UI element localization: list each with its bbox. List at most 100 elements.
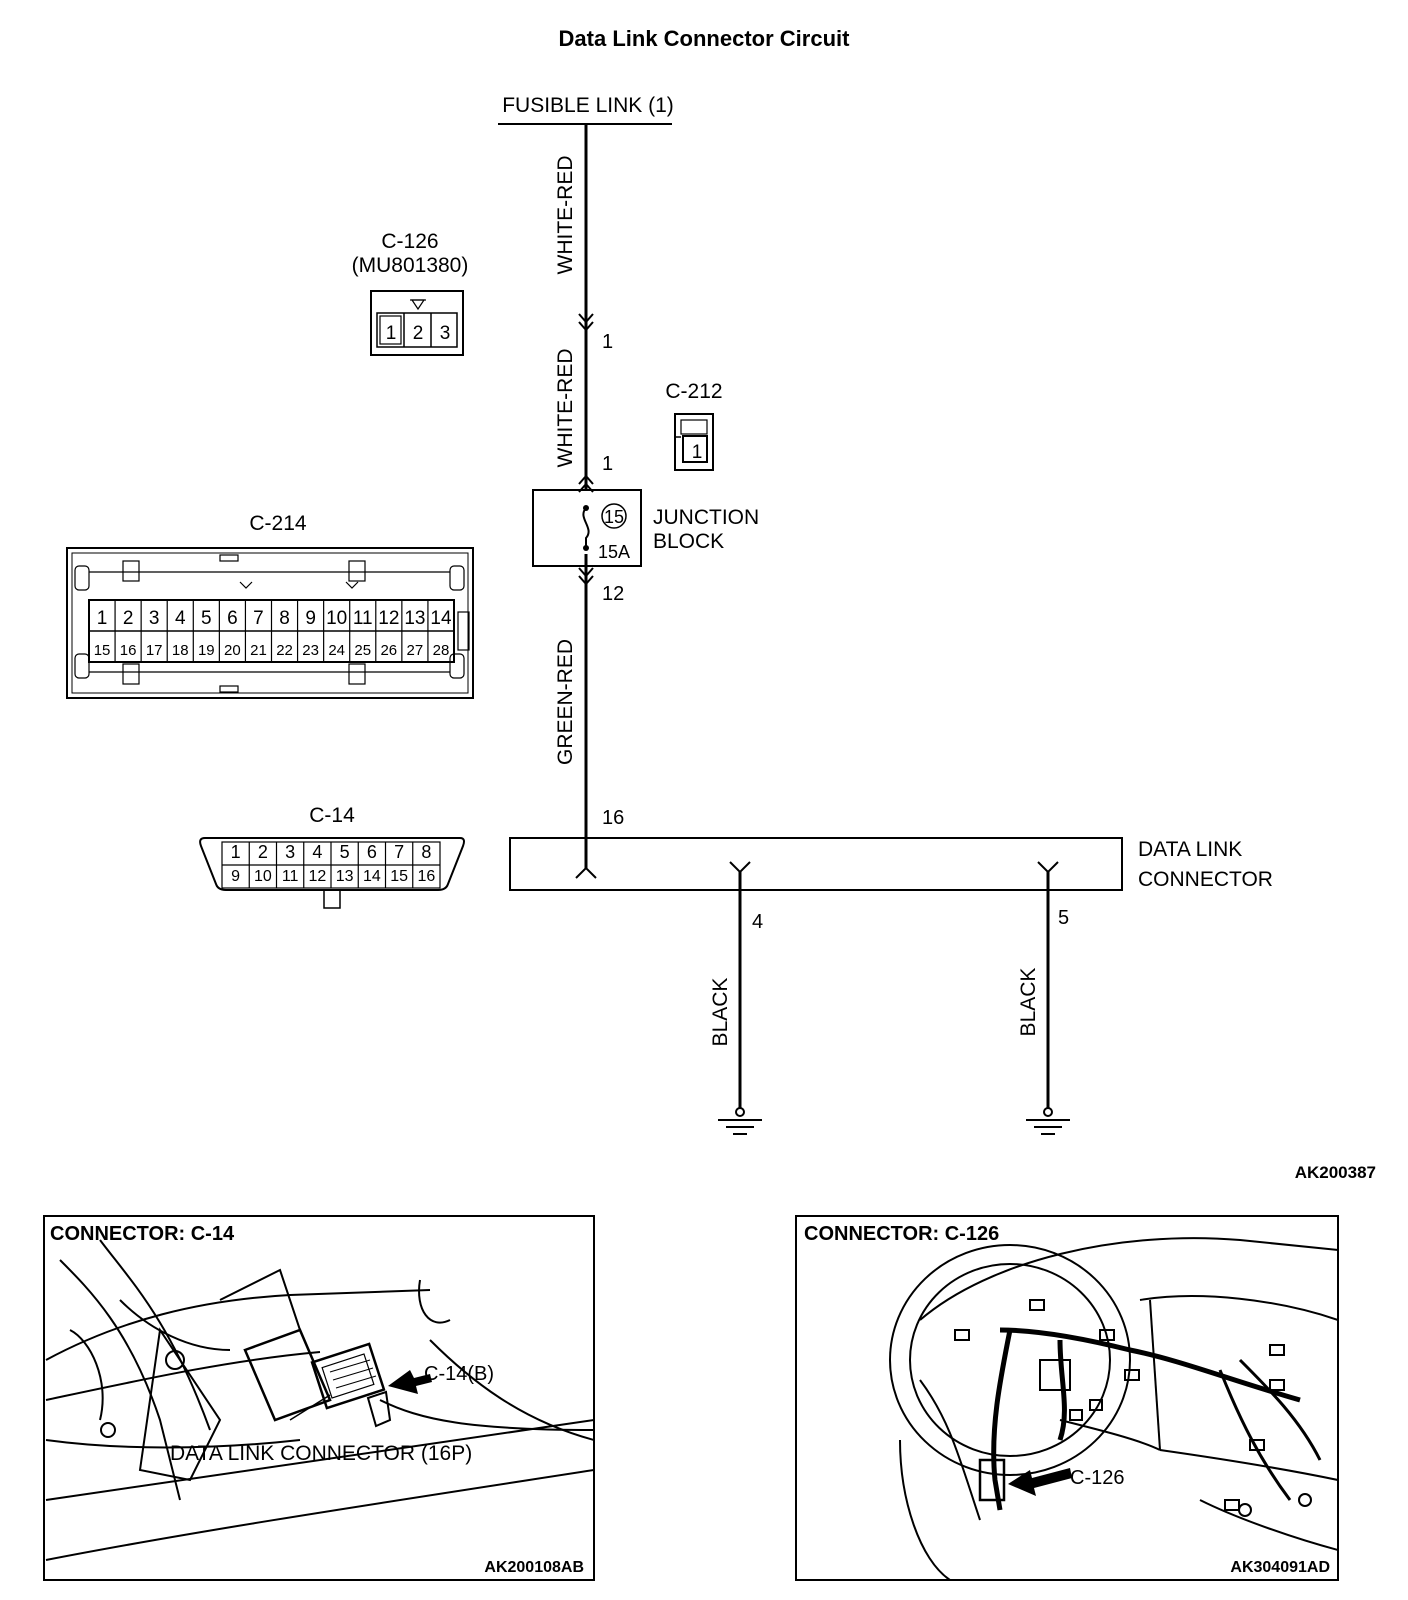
ground-wire-right	[1026, 872, 1070, 1135]
c214-pin-10: 10	[326, 608, 347, 629]
figure-code: AK200387	[1295, 1163, 1376, 1182]
c214-pin-20: 20	[224, 642, 241, 659]
c14-label: C-14	[309, 804, 355, 827]
junction-block-label-1: JUNCTION	[653, 506, 759, 529]
c126-callout-arrow	[1008, 1468, 1072, 1496]
c214-pin-6: 6	[227, 608, 238, 629]
c126-connector-symbol	[578, 313, 594, 324]
c214-pin-5: 5	[201, 608, 212, 629]
fuse-rating: 15A	[598, 542, 630, 562]
c14-pin-7: 7	[394, 842, 404, 862]
fuse-icon	[582, 507, 590, 548]
c14-pin-5: 5	[340, 842, 350, 862]
c214-pin-11: 11	[353, 608, 373, 629]
c212-label: C-212	[665, 380, 722, 403]
c126-label: C-126	[381, 230, 438, 253]
panel-right-callout: C-126	[1070, 1467, 1124, 1489]
junction-block-label-2: BLOCK	[653, 530, 724, 553]
panel-left-code: AK200108AB	[484, 1559, 584, 1576]
c214-pin-21: 21	[250, 642, 267, 659]
c14-pin-9: 9	[231, 868, 240, 885]
c214-pin-27: 27	[407, 642, 424, 659]
pin-dlc-ground-a: 4	[752, 911, 763, 933]
wire-label-lower: GREEN-RED	[554, 639, 577, 765]
wire-label-ground-right: BLACK	[1017, 968, 1040, 1037]
c214-pin-13: 13	[404, 608, 425, 629]
c126-pin-2: 2	[413, 323, 424, 344]
c214-pin-1: 1	[97, 608, 108, 629]
junction-in-symbol	[578, 474, 594, 485]
c14-pin-13: 13	[336, 868, 354, 885]
junction-block: 15 15A	[532, 489, 642, 567]
c214-pin-15: 15	[94, 642, 111, 659]
pin-junction-in: 1	[602, 453, 613, 475]
c14-pin-2: 2	[258, 842, 268, 862]
c214-pin-4: 4	[175, 608, 186, 629]
c14-pin-3: 3	[285, 842, 295, 862]
panel-left-callout: C-14(B)	[424, 1363, 494, 1385]
c14-pin-4: 4	[312, 842, 322, 862]
c214-pin-19: 19	[198, 642, 215, 659]
pin-junction-out: 12	[602, 583, 624, 605]
panel-left-title: CONNECTOR: C-14	[50, 1223, 235, 1245]
c14-location-illustration	[45, 1239, 593, 1561]
panel-c126-location: CONNECTOR: C-126 C-126 AK304091AD	[795, 1215, 1339, 1581]
c214-pin-17: 17	[146, 642, 163, 659]
panel-left-caption: DATA LINK CONNECTOR (16P)	[170, 1442, 472, 1465]
wire-label-top: WHITE-RED	[554, 156, 577, 275]
fusible-link: FUSIBLE LINK (1)	[498, 94, 674, 125]
c14-pin-16: 16	[417, 868, 435, 885]
connector-c126: C-126 (MU801380) 1 2 3	[352, 230, 469, 356]
c14-pin-12: 12	[308, 868, 326, 885]
c214-pin-8: 8	[279, 608, 290, 629]
dlc-label-1: DATA LINK	[1138, 838, 1242, 861]
dlc-pin16-symbol	[575, 866, 597, 879]
c212-pin-1: 1	[692, 442, 703, 463]
c214-pin-2: 2	[123, 608, 134, 629]
fuse-number: 15	[604, 507, 624, 527]
pin-dlc-ground-b: 5	[1058, 907, 1069, 929]
c14-pin-10: 10	[254, 868, 272, 885]
c126-pin-3: 3	[440, 323, 451, 344]
data-link-connector	[509, 837, 1123, 891]
c214-label: C-214	[249, 512, 307, 535]
c126-part-number: (MU801380)	[352, 254, 469, 277]
c14-pin-8: 8	[421, 842, 431, 862]
wire-label-middle: WHITE-RED	[554, 349, 577, 468]
c214-pin-28: 28	[433, 642, 450, 659]
fusible-link-label: FUSIBLE LINK (1)	[502, 94, 674, 117]
c126-pin-1: 1	[386, 323, 397, 344]
connector-c212: C-212 1	[665, 380, 723, 471]
pin-c126: 1	[602, 331, 613, 353]
c214-pin-9: 9	[305, 608, 316, 629]
c214-pin-12: 12	[378, 608, 399, 629]
c14-pin-15: 15	[390, 868, 408, 885]
c214-pin-14: 14	[430, 608, 452, 629]
c214-pin-24: 24	[328, 642, 345, 659]
c214-pin-7: 7	[253, 608, 264, 629]
ground-wire-left	[718, 872, 762, 1135]
dlc-pin4-symbol	[729, 861, 751, 874]
c214-pin-26: 26	[380, 642, 397, 659]
c14-callout-arrow	[388, 1370, 432, 1394]
panel-c14-location: CONNECTOR: C-14 C-14(B) DATA LINK CONNEC…	[43, 1215, 595, 1581]
power-wire	[575, 124, 597, 879]
diagram-title: Data Link Connector Circuit	[559, 26, 851, 51]
c214-pin-22: 22	[276, 642, 293, 659]
ground-right-icon	[1026, 1119, 1070, 1135]
panel-right-code: AK304091AD	[1230, 1559, 1330, 1576]
dlc-pin5-symbol	[1037, 861, 1059, 874]
panel-right-title: CONNECTOR: C-126	[804, 1223, 999, 1245]
junction-out-symbol	[578, 567, 594, 578]
c14-pin-1: 1	[231, 842, 241, 862]
c14-pin-6: 6	[367, 842, 377, 862]
dlc-label-2: CONNECTOR	[1138, 868, 1273, 891]
c214-pin-23: 23	[302, 642, 319, 659]
c14-pin-11: 11	[282, 868, 299, 885]
c126-location-illustration	[889, 1237, 1337, 1579]
